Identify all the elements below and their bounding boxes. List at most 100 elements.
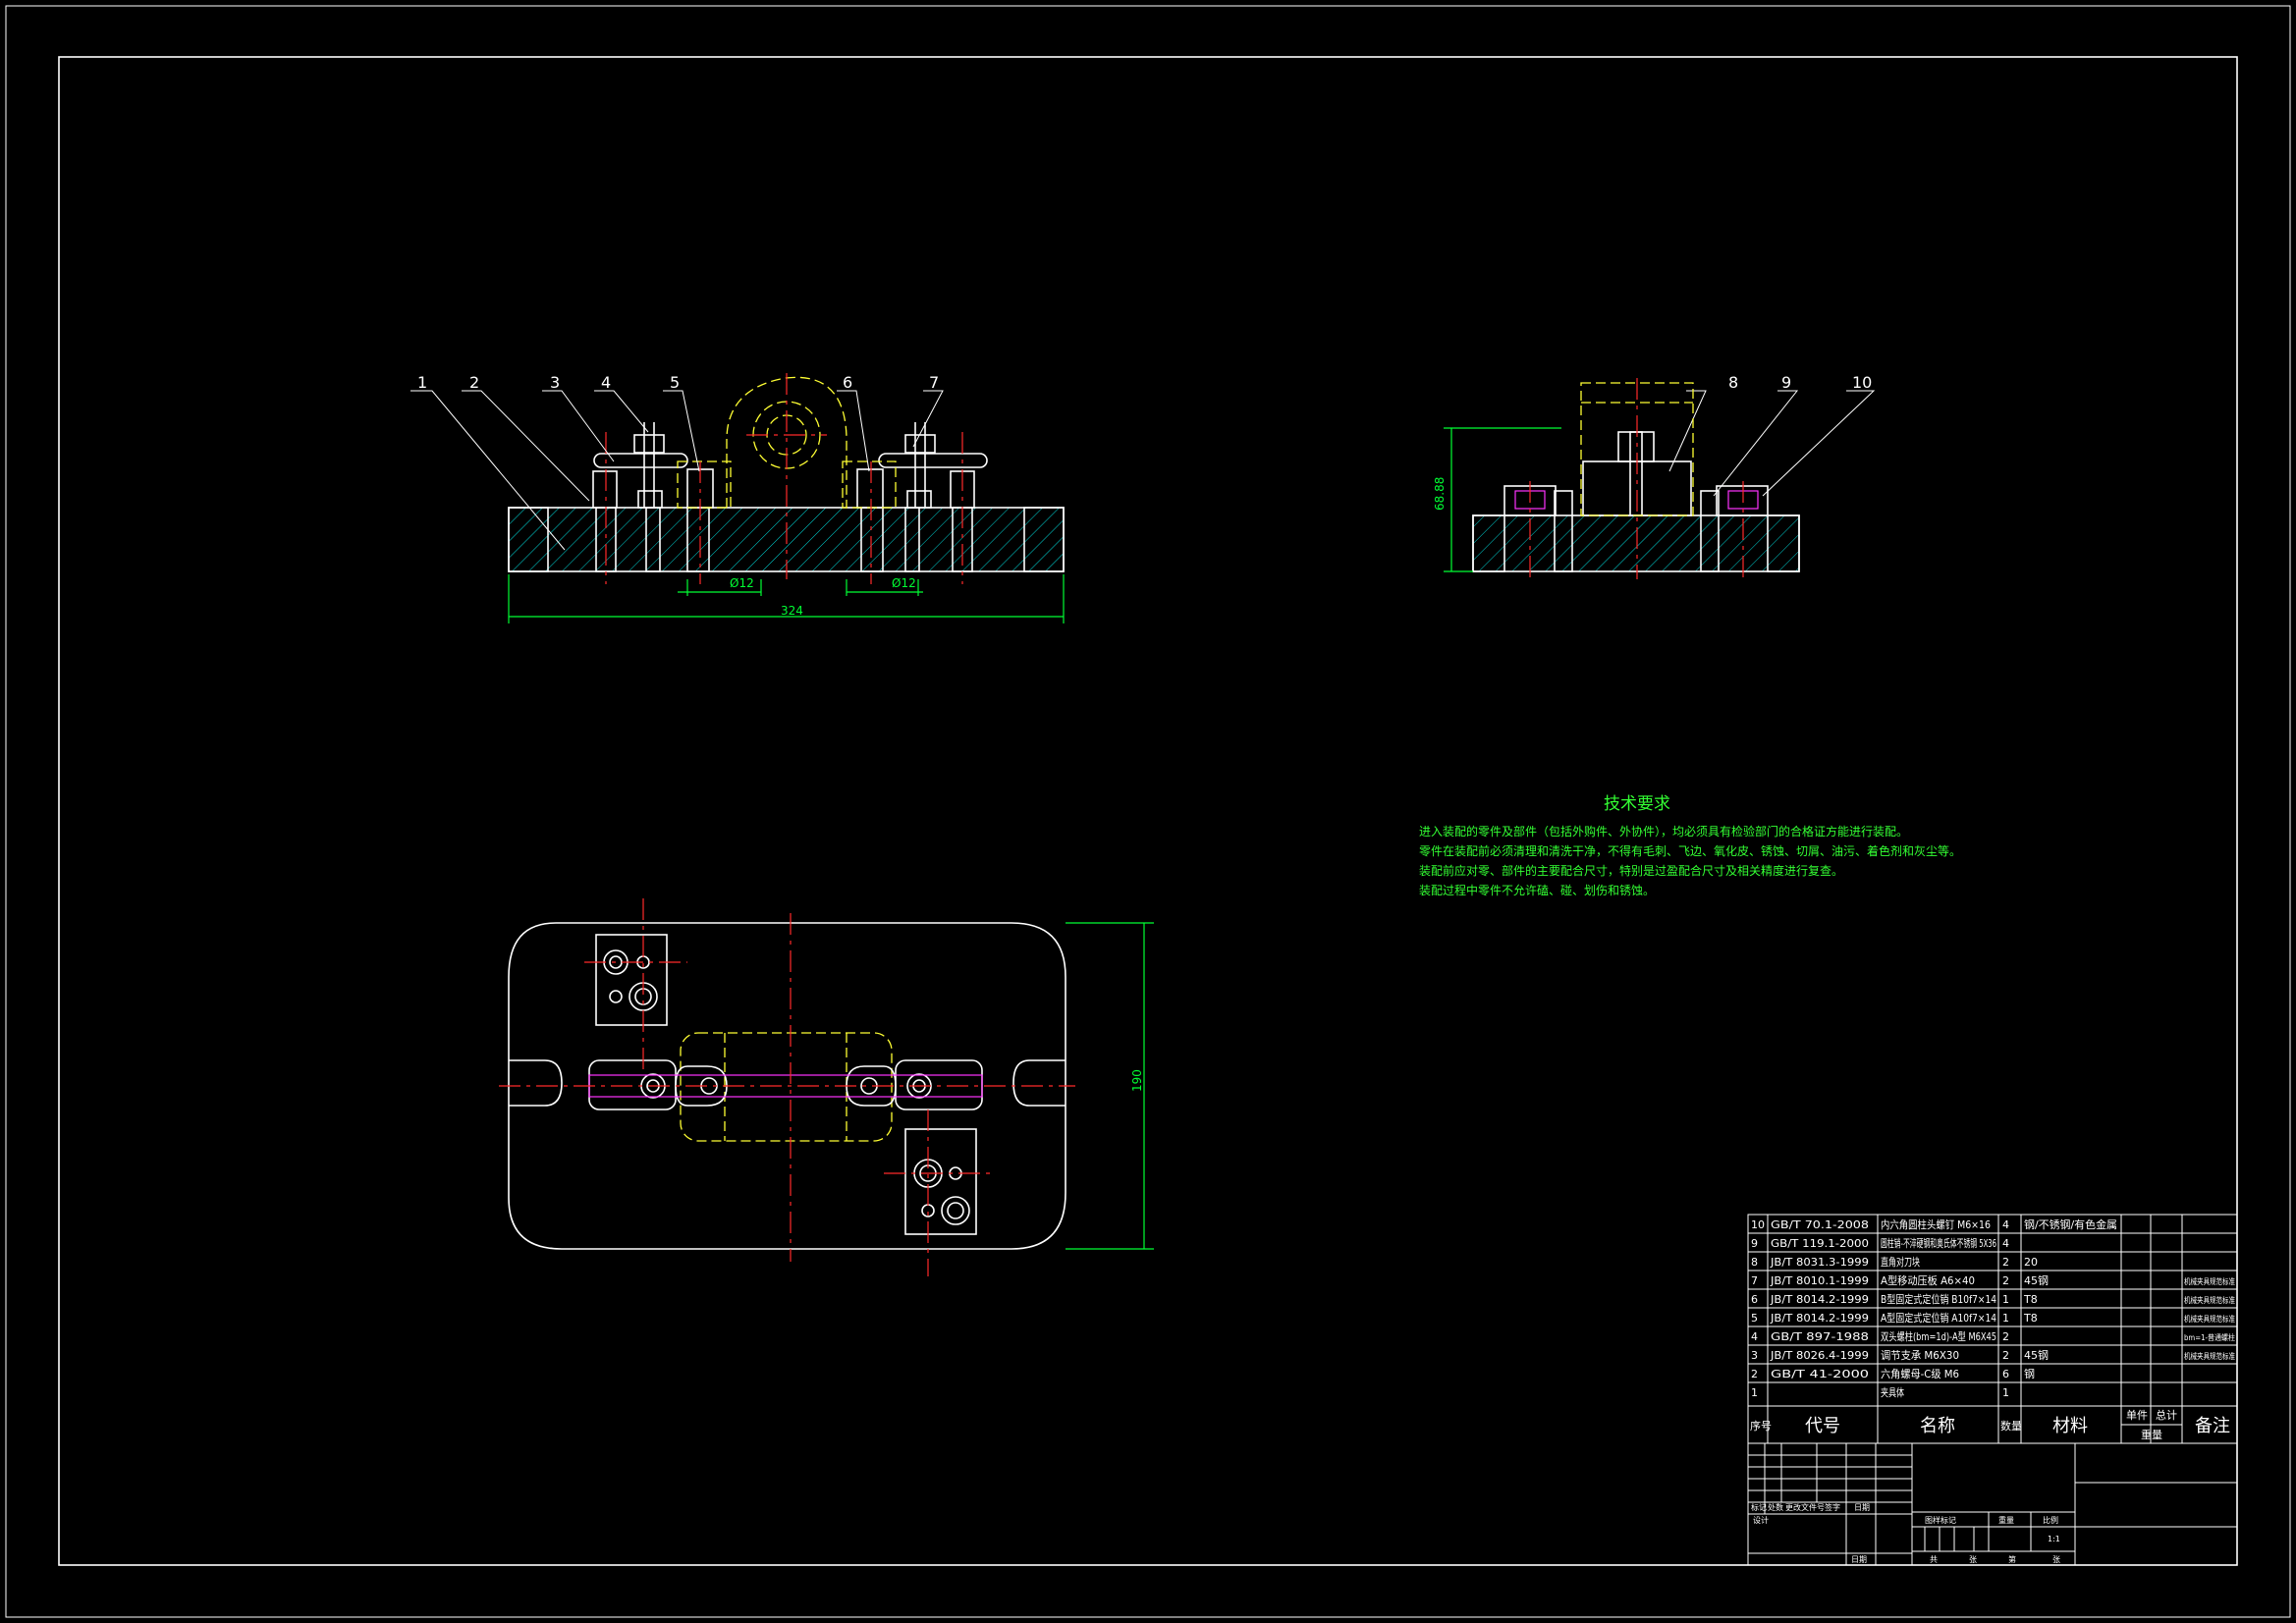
stage-label-weight: 重量 bbox=[1998, 1515, 2014, 1525]
bom-header-unit: 单件 bbox=[2126, 1409, 2148, 1422]
bom-row-10-qty: 4 bbox=[2002, 1218, 2009, 1231]
title-block: 标记 处数 更改文件号 签字 日期 设计 日期 图样标记 重量 比例 1:1 共… bbox=[1747, 1442, 2238, 1566]
bom-row-10-code: GB/T 70.1-2008 bbox=[1771, 1218, 1869, 1231]
bom-row-3-no: 3 bbox=[1751, 1349, 1758, 1362]
balloon-4: 4 bbox=[601, 373, 611, 392]
bom-table: 10 GB/T 70.1-2008 内六角圆柱头螺钉 M6×16 4 钢/不锈钢/有色金… bbox=[1747, 1214, 2238, 1444]
stage-label-scale: 比例 bbox=[2043, 1515, 2058, 1525]
bom-row-6-no: 6 bbox=[1751, 1293, 1758, 1306]
bom-row-3-name: 调节支承 M6X30 bbox=[1881, 1349, 1959, 1362]
bom-row-6-material: T8 bbox=[2023, 1293, 2038, 1306]
bom-row-5-remark: 机械夹具规范标准 bbox=[2184, 1314, 2235, 1324]
bom-row-10-no: 10 bbox=[1751, 1218, 1765, 1231]
bom-header-code: 代号 bbox=[1805, 1416, 1840, 1436]
stage-label-mark: 图样标记 bbox=[1925, 1515, 1956, 1525]
bom-row-2-no: 2 bbox=[1751, 1368, 1758, 1380]
bom-row-1-qty: 1 bbox=[2002, 1386, 2009, 1399]
bom-row-6-name: B型固定式定位销 B10f7×14 bbox=[1881, 1292, 1996, 1306]
balloon-8: 8 bbox=[1728, 373, 1738, 392]
tech-req-line-1: 进入装配的零件及部件（包括外购件、外协件），均必须具有检验部门的合格证方能进行装… bbox=[1419, 824, 1908, 839]
bom-header-weight: 重量 bbox=[2141, 1428, 2162, 1441]
bom-row-2-code: GB/T 41-2000 bbox=[1771, 1368, 1869, 1380]
tech-req-line-3: 装配前应对零、部件的主要配合尺寸，特别是过盈配合尺寸及相关精度进行复查。 bbox=[1419, 863, 1843, 878]
sheet-label-total: 共 bbox=[1930, 1555, 1938, 1564]
bom-row-5-qty: 1 bbox=[2002, 1312, 2009, 1325]
bom-row-1-name: 夹具体 bbox=[1881, 1385, 1904, 1399]
balloon-3: 3 bbox=[550, 373, 560, 392]
rev-label-doc: 更改文件号 bbox=[1785, 1502, 1825, 1512]
bom-row-6-remark: 机械夹具规范标准 bbox=[2184, 1295, 2235, 1305]
bom-row-9-no: 9 bbox=[1751, 1237, 1758, 1250]
bom-row-3-material: 45钢 bbox=[2024, 1349, 2049, 1362]
bom-row-7-material: 45钢 bbox=[2024, 1274, 2049, 1287]
sheet-label-no: 第 bbox=[2008, 1554, 2016, 1564]
balloon-numbers: 1 2 3 4 5 6 7 8 9 10 bbox=[417, 373, 1872, 392]
bom-header-no: 序号 bbox=[1750, 1419, 1772, 1433]
bom-row-2-qty: 6 bbox=[2002, 1368, 2009, 1380]
inner-border bbox=[58, 56, 2238, 1566]
scale-value: 1:1 bbox=[2048, 1535, 2060, 1543]
balloon-10: 10 bbox=[1852, 373, 1872, 392]
bom-row-4-code: GB/T 897-1988 bbox=[1771, 1330, 1869, 1343]
rev-label-count: 处数 bbox=[1768, 1502, 1783, 1512]
tech-req-line-2: 零件在装配前必须清理和清洗干净，不得有毛刺、飞边、氧化皮、锈蚀、切屑、油污、着色… bbox=[1419, 843, 1961, 858]
front-section-view: 324 Ø12 Ø12 bbox=[410, 373, 1876, 623]
balloon-1: 1 bbox=[417, 373, 427, 392]
bom-row-8-no: 8 bbox=[1751, 1256, 1758, 1269]
bom-row-3-code: JB/T 8026.4-1999 bbox=[1770, 1349, 1869, 1362]
rev-label-sign: 签字 bbox=[1825, 1502, 1840, 1512]
bom-row-4-remark: bm=1-普通螺柱 bbox=[2184, 1332, 2235, 1342]
bom-row-5-name: A型固定式定位销 A10f7×14 bbox=[1881, 1311, 1996, 1325]
bom-row-4-name: 双头螺柱(bm=1d)-A型 M6X45 bbox=[1881, 1329, 1996, 1343]
plan-height-dim: 190 bbox=[1130, 1069, 1144, 1092]
bom-row-9-code: GB/T 119.1-2000 bbox=[1771, 1237, 1869, 1250]
bom-row-5-material: T8 bbox=[2023, 1312, 2038, 1325]
bom-row-7-qty: 2 bbox=[2002, 1274, 2009, 1287]
bom-row-7-no: 7 bbox=[1751, 1274, 1758, 1287]
bom-row-5-code: JB/T 8014.2-1999 bbox=[1770, 1312, 1869, 1325]
plan-view: 190 bbox=[499, 898, 1154, 1276]
bom-row-8-qty: 2 bbox=[2002, 1256, 2009, 1269]
rev-label-mark: 标记 bbox=[1751, 1502, 1767, 1512]
bom-row-10-material: 钢/不锈钢/有色金属 bbox=[2024, 1217, 2117, 1231]
bom-header-qty: 数量 bbox=[2000, 1420, 2022, 1433]
hole-right-dim: Ø12 bbox=[892, 576, 916, 590]
bom-row-8-material: 20 bbox=[2024, 1256, 2038, 1269]
sheet-label-sheet: 张 bbox=[2052, 1555, 2060, 1564]
date-label: 日期 bbox=[1851, 1555, 1867, 1564]
bom-header-material: 材料 bbox=[2052, 1416, 2088, 1436]
bom-row-1-no: 1 bbox=[1751, 1386, 1758, 1399]
tech-req-title: 技术要求 bbox=[1604, 794, 1670, 814]
bom-row-7-name: A型移动压板 A6×40 bbox=[1881, 1273, 1975, 1287]
design-label: 设计 bbox=[1753, 1515, 1769, 1525]
bom-row-6-qty: 1 bbox=[2002, 1293, 2009, 1306]
bom-row-10-name: 内六角圆柱头螺钉 M6×16 bbox=[1881, 1217, 1991, 1231]
bom-header-total: 总计 bbox=[2156, 1408, 2177, 1422]
balloon-2: 2 bbox=[469, 373, 479, 392]
bom-row-3-qty: 2 bbox=[2002, 1349, 2009, 1362]
balloon-5: 5 bbox=[670, 373, 680, 392]
bom-row-4-qty: 2 bbox=[2002, 1330, 2009, 1343]
front-width-dim: 324 bbox=[781, 604, 803, 618]
rev-label-date: 日期 bbox=[1854, 1503, 1870, 1512]
bom-row-2-name: 六角螺母-C级 M6 bbox=[1881, 1368, 1959, 1380]
bom-row-3-remark: 机械夹具规范标准 bbox=[2184, 1351, 2235, 1361]
bom-row-6-code: JB/T 8014.2-1999 bbox=[1770, 1293, 1869, 1306]
bom-row-7-code: JB/T 8010.1-1999 bbox=[1770, 1274, 1869, 1287]
bom-header-remark: 备注 bbox=[2195, 1416, 2230, 1436]
technical-requirements: 技术要求 进入装配的零件及部件（包括外购件、外协件），均必须具有检验部门的合格证… bbox=[1419, 794, 1961, 897]
bom-row-2-material: 钢 bbox=[2024, 1368, 2035, 1380]
bom-row-9-qty: 4 bbox=[2002, 1237, 2009, 1250]
bom-header-name: 名称 bbox=[1920, 1416, 1955, 1436]
balloon-9: 9 bbox=[1781, 373, 1791, 392]
bom-row-8-name: 直角对刀块 bbox=[1881, 1255, 1920, 1269]
sheet-label-sheets: 张 bbox=[1969, 1555, 1977, 1564]
side-height-dim: 68.88 bbox=[1433, 477, 1447, 511]
bom-row-7-remark: 机械夹具规范标准 bbox=[2184, 1276, 2235, 1286]
hole-left-dim: Ø12 bbox=[730, 576, 754, 590]
bom-row-4-no: 4 bbox=[1751, 1330, 1758, 1343]
outer-border bbox=[5, 5, 2291, 1618]
bom-row-9-name: 圆柱销-不淬硬钢和奥氏体不锈钢 5X36 bbox=[1881, 1236, 1996, 1250]
bom-row-8-code: JB/T 8031.3-1999 bbox=[1770, 1256, 1869, 1269]
